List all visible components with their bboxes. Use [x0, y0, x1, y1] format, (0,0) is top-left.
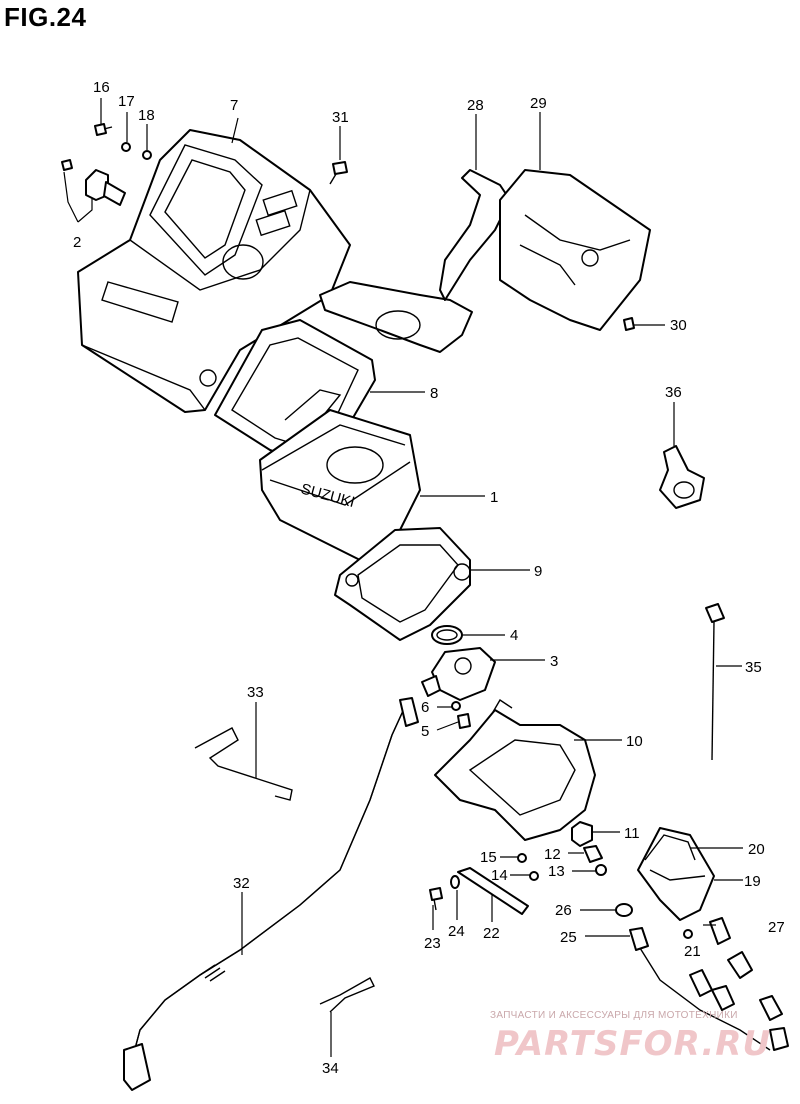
washer-6 [451, 701, 461, 711]
callout-34: 34 [322, 1060, 339, 1077]
washer-18 [142, 150, 152, 160]
screw-5 [457, 713, 471, 729]
screw-2b [61, 159, 73, 171]
speedometer-cable [123, 697, 419, 1091]
bulb-27 [709, 917, 731, 945]
washer-24 [450, 875, 460, 889]
callout-2: 2 [73, 234, 81, 251]
screw-23 [429, 887, 443, 911]
callout-24: 24 [448, 923, 465, 940]
callout-6: 6 [421, 699, 429, 716]
callout-1: 1 [490, 489, 498, 506]
clip-33 [194, 727, 293, 801]
callout-8: 8 [430, 385, 438, 402]
callout-numbers: 7 16 17 18 2 31 28 29 30 8 1 9 4 3 6 5 1… [73, 79, 785, 1077]
callout-30: 30 [670, 317, 687, 334]
wiring-harness [639, 947, 789, 1051]
callout-22: 22 [483, 925, 500, 942]
trip-knob [85, 169, 126, 206]
clip-34 [319, 977, 375, 1013]
screw-30 [623, 317, 635, 331]
nut-15 [517, 853, 527, 863]
meter-upper-case [77, 129, 351, 413]
callout-29: 29 [530, 95, 547, 112]
nut-13 [595, 864, 607, 876]
watermark-caption: ЗАПЧАСТИ И АКСЕССУАРЫ ДЛЯ МОТОТЕХНИКИ [490, 1010, 738, 1021]
callout-32: 32 [233, 875, 250, 892]
callout-14: 14 [491, 867, 508, 884]
callout-21: 21 [684, 943, 701, 960]
screw-21 [683, 929, 693, 939]
meter-bracket [319, 169, 511, 353]
callout-27: 27 [768, 919, 785, 936]
cable-clamp [659, 445, 705, 509]
bulb-socket-25 [629, 927, 649, 951]
callout-5: 5 [421, 723, 429, 740]
callout-12: 12 [544, 846, 561, 863]
meter-lower-frame [334, 527, 471, 641]
cable-tie [705, 603, 725, 761]
washer-17 [121, 142, 131, 152]
meter-assembly: SUZUKI [259, 409, 421, 561]
callout-28: 28 [467, 97, 484, 114]
callout-4: 4 [510, 627, 518, 644]
watermark-logo: PARTSFOR.RU [494, 1024, 772, 1064]
screw-16 [94, 123, 113, 136]
callout-7: 7 [230, 97, 238, 114]
callout-36: 36 [665, 384, 682, 401]
callout-10: 10 [626, 733, 643, 750]
callout-35: 35 [745, 659, 762, 676]
callout-33: 33 [247, 684, 264, 701]
callout-17: 17 [118, 93, 135, 110]
speedometer-gearbox [421, 647, 496, 701]
washer-14 [529, 871, 539, 881]
callout-19: 19 [744, 873, 761, 890]
bulb-26 [615, 903, 633, 917]
plate-22 [457, 867, 529, 915]
leader-lines [63, 98, 743, 1057]
grommet-11 [571, 821, 593, 847]
callout-15: 15 [480, 849, 497, 866]
callout-16: 16 [93, 79, 110, 96]
collar-12 [583, 845, 603, 863]
callout-20: 20 [748, 841, 765, 858]
callout-3: 3 [550, 653, 558, 670]
callout-13: 13 [548, 863, 565, 880]
callout-11: 11 [624, 825, 640, 842]
figure-title: FIG.24 [4, 2, 87, 32]
screw-31 [329, 161, 348, 185]
callout-26: 26 [555, 902, 572, 919]
callout-25: 25 [560, 929, 577, 946]
indicator-socket [637, 827, 715, 921]
callout-31: 31 [332, 109, 349, 126]
callout-9: 9 [534, 563, 542, 580]
callout-18: 18 [138, 107, 155, 124]
meter-cover [499, 169, 651, 331]
meter-holder-bracket [434, 699, 596, 841]
callout-23: 23 [424, 935, 441, 952]
